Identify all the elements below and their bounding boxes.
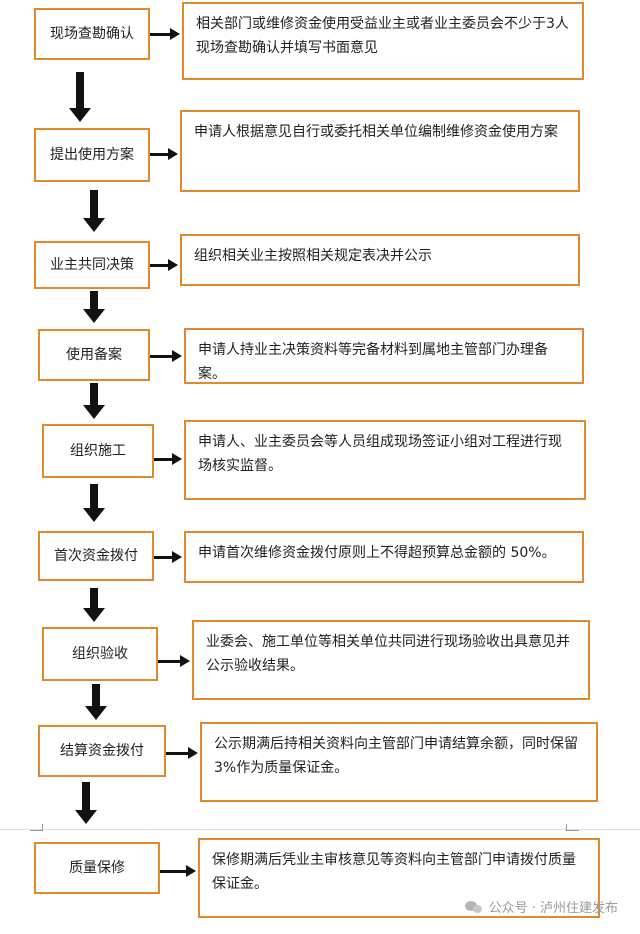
step-label: 质量保修: [69, 860, 125, 876]
step-box-9: 质量保修: [34, 842, 160, 894]
page-corner-mark-right: [566, 824, 579, 831]
step-box-2: 提出使用方案: [34, 128, 150, 182]
step-label: 首次资金拨付: [54, 548, 138, 564]
step-label: 提出使用方案: [50, 147, 134, 163]
watermark: 公众号 · 泸州住建发布: [464, 897, 618, 916]
step-box-7: 组织验收: [42, 627, 158, 681]
desc-box-2: 申请人根据意见自行或委托相关单位编制维修资金使用方案: [180, 110, 580, 192]
desc-text: 申请首次维修资金拨付原则上不得超预算总金额的 50%。: [198, 545, 556, 561]
desc-box-7: 业委会、施工单位等相关单位共同进行现场验收出具意见并公示验收结果。: [192, 620, 590, 700]
step-label: 结算资金拨付: [60, 743, 144, 759]
step-box-1: 现场查勘确认: [34, 8, 150, 60]
step-box-6: 首次资金拨付: [38, 531, 154, 581]
desc-text: 保修期满后凭业主审核意见等资料向主管部门申请拨付质量保证金。: [212, 852, 576, 892]
desc-text: 组织相关业主按照相关规定表决并公示: [194, 248, 432, 264]
watermark-text: 公众号 · 泸州住建发布: [488, 901, 618, 916]
wechat-icon: [464, 900, 483, 914]
desc-text: 申请人、业主委员会等人员组成现场签证小组对工程进行现场核实监督。: [198, 434, 562, 474]
desc-text: 相关部门或维修资金使用受益业主或者业主委员会不少于3人现场查勘确认并填写书面意见: [196, 16, 569, 56]
page-corner-mark-left: [30, 824, 43, 831]
desc-box-6: 申请首次维修资金拨付原则上不得超预算总金额的 50%。: [184, 531, 584, 583]
step-box-8: 结算资金拨付: [38, 725, 166, 777]
desc-box-8: 公示期满后持相关资料向主管部门申请结算余额，同时保留 3%作为质量保证金。: [200, 722, 598, 802]
desc-text: 申请人持业主决策资料等完备材料到属地主管部门办理备案。: [198, 342, 548, 382]
desc-text: 公示期满后持相关资料向主管部门申请结算余额，同时保留 3%作为质量保证金。: [214, 736, 578, 776]
step-label: 组织施工: [70, 443, 126, 459]
step-label: 组织验收: [72, 646, 128, 662]
desc-box-4: 申请人持业主决策资料等完备材料到属地主管部门办理备案。: [184, 328, 584, 384]
desc-box-1: 相关部门或维修资金使用受益业主或者业主委员会不少于3人现场查勘确认并填写书面意见: [182, 2, 584, 80]
step-label: 业主共同决策: [50, 257, 134, 273]
page-break-line: [0, 829, 640, 830]
desc-box-3: 组织相关业主按照相关规定表决并公示: [180, 234, 580, 286]
desc-text: 申请人根据意见自行或委托相关单位编制维修资金使用方案: [194, 124, 558, 140]
step-box-3: 业主共同决策: [34, 241, 150, 289]
desc-box-5: 申请人、业主委员会等人员组成现场签证小组对工程进行现场核实监督。: [184, 420, 586, 500]
step-label: 现场查勘确认: [50, 26, 134, 42]
step-box-5: 组织施工: [42, 424, 154, 478]
desc-text: 业委会、施工单位等相关单位共同进行现场验收出具意见并公示验收结果。: [206, 634, 570, 674]
desc-box-9: 保修期满后凭业主审核意见等资料向主管部门申请拨付质量保证金。: [198, 838, 600, 918]
step-box-4: 使用备案: [38, 329, 150, 381]
step-label: 使用备案: [66, 347, 122, 363]
